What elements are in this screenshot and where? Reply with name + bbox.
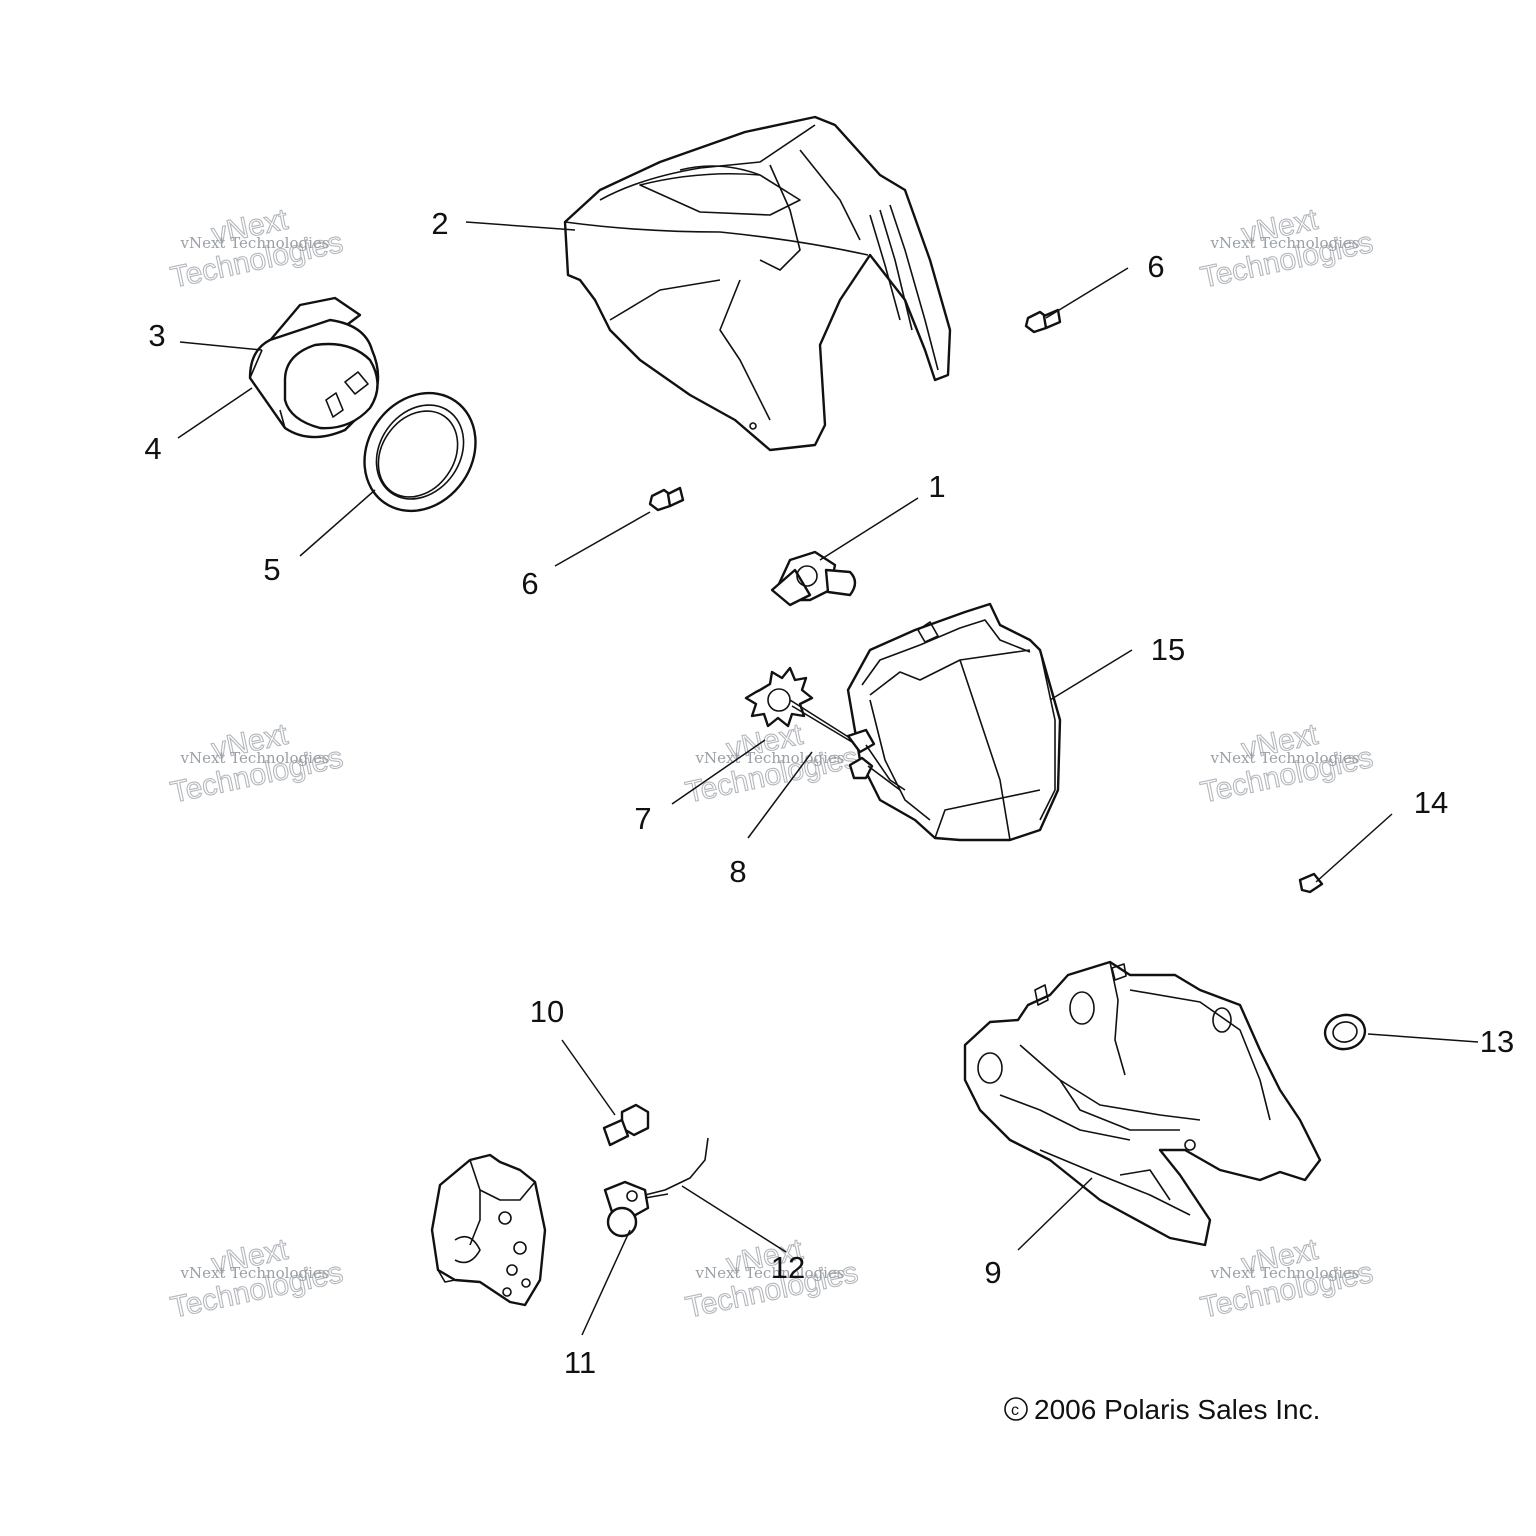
- part-15-headlight-assembly[interactable]: [846, 602, 1062, 842]
- callout-5: 5: [263, 552, 280, 587]
- copyright-notice: © c 2006 Polaris Sales Inc.: [1004, 1394, 1320, 1425]
- callout-7: 7: [634, 801, 651, 836]
- part-9-lower-housing[interactable]: [963, 960, 1322, 1247]
- callout-12: 12: [771, 1250, 805, 1285]
- watermark-text: vNext Technologies: [1209, 234, 1359, 252]
- callout-8: 8: [729, 854, 746, 889]
- watermark-text: vNext Technologies: [694, 1264, 844, 1282]
- callout-10: 10: [530, 994, 564, 1029]
- part-6-screw-left[interactable]: [648, 486, 685, 512]
- callout-6-right: 6: [1147, 249, 1164, 284]
- watermark-text: vNext Technologies: [179, 234, 329, 252]
- part-5-bezel-ring[interactable]: [342, 371, 498, 532]
- callout-2: 2: [431, 206, 448, 241]
- part-10-bolt[interactable]: [602, 1103, 650, 1147]
- callout-9: 9: [984, 1255, 1001, 1290]
- leader-lines: [177, 221, 1479, 1336]
- callout-15: 15: [1151, 632, 1185, 667]
- part-8-adjuster-screw[interactable]: [846, 728, 906, 791]
- part-3-4-switch-knob[interactable]: [248, 296, 380, 439]
- callout-1: 1: [928, 469, 945, 504]
- svg-text:c: c: [1011, 1402, 1019, 1419]
- watermark-text: vNext Technologies: [179, 1264, 329, 1282]
- part-6-screw-right[interactable]: [1024, 308, 1062, 334]
- callout-14: 14: [1414, 785, 1448, 820]
- copyright-text: 2006 Polaris Sales Inc.: [1034, 1394, 1320, 1425]
- watermark-text: vNext Technologies: [1209, 1264, 1359, 1282]
- part-2-pod-cover[interactable]: [563, 115, 952, 452]
- part-14-clip[interactable]: [1298, 872, 1324, 894]
- watermark-text: vNext Technologies: [179, 749, 329, 767]
- watermark-text: vNext Technologies: [694, 749, 844, 767]
- part-13-grommet[interactable]: [1322, 1012, 1367, 1052]
- callout-11: 11: [564, 1345, 596, 1380]
- callout-6-left: 6: [521, 566, 538, 601]
- callout-13: 13: [1480, 1024, 1514, 1059]
- part-11-12-sensor[interactable]: [603, 1137, 709, 1238]
- copyright-icon: [1004, 1397, 1028, 1421]
- part-7-adjuster-gear[interactable]: [744, 666, 853, 743]
- callout-3: 3: [148, 318, 165, 353]
- switch-assembly[interactable]: [430, 1153, 547, 1307]
- watermark-text: vNext Technologies: [1209, 749, 1359, 767]
- part-1-bulb[interactable]: [770, 550, 857, 607]
- callout-4: 4: [144, 431, 161, 466]
